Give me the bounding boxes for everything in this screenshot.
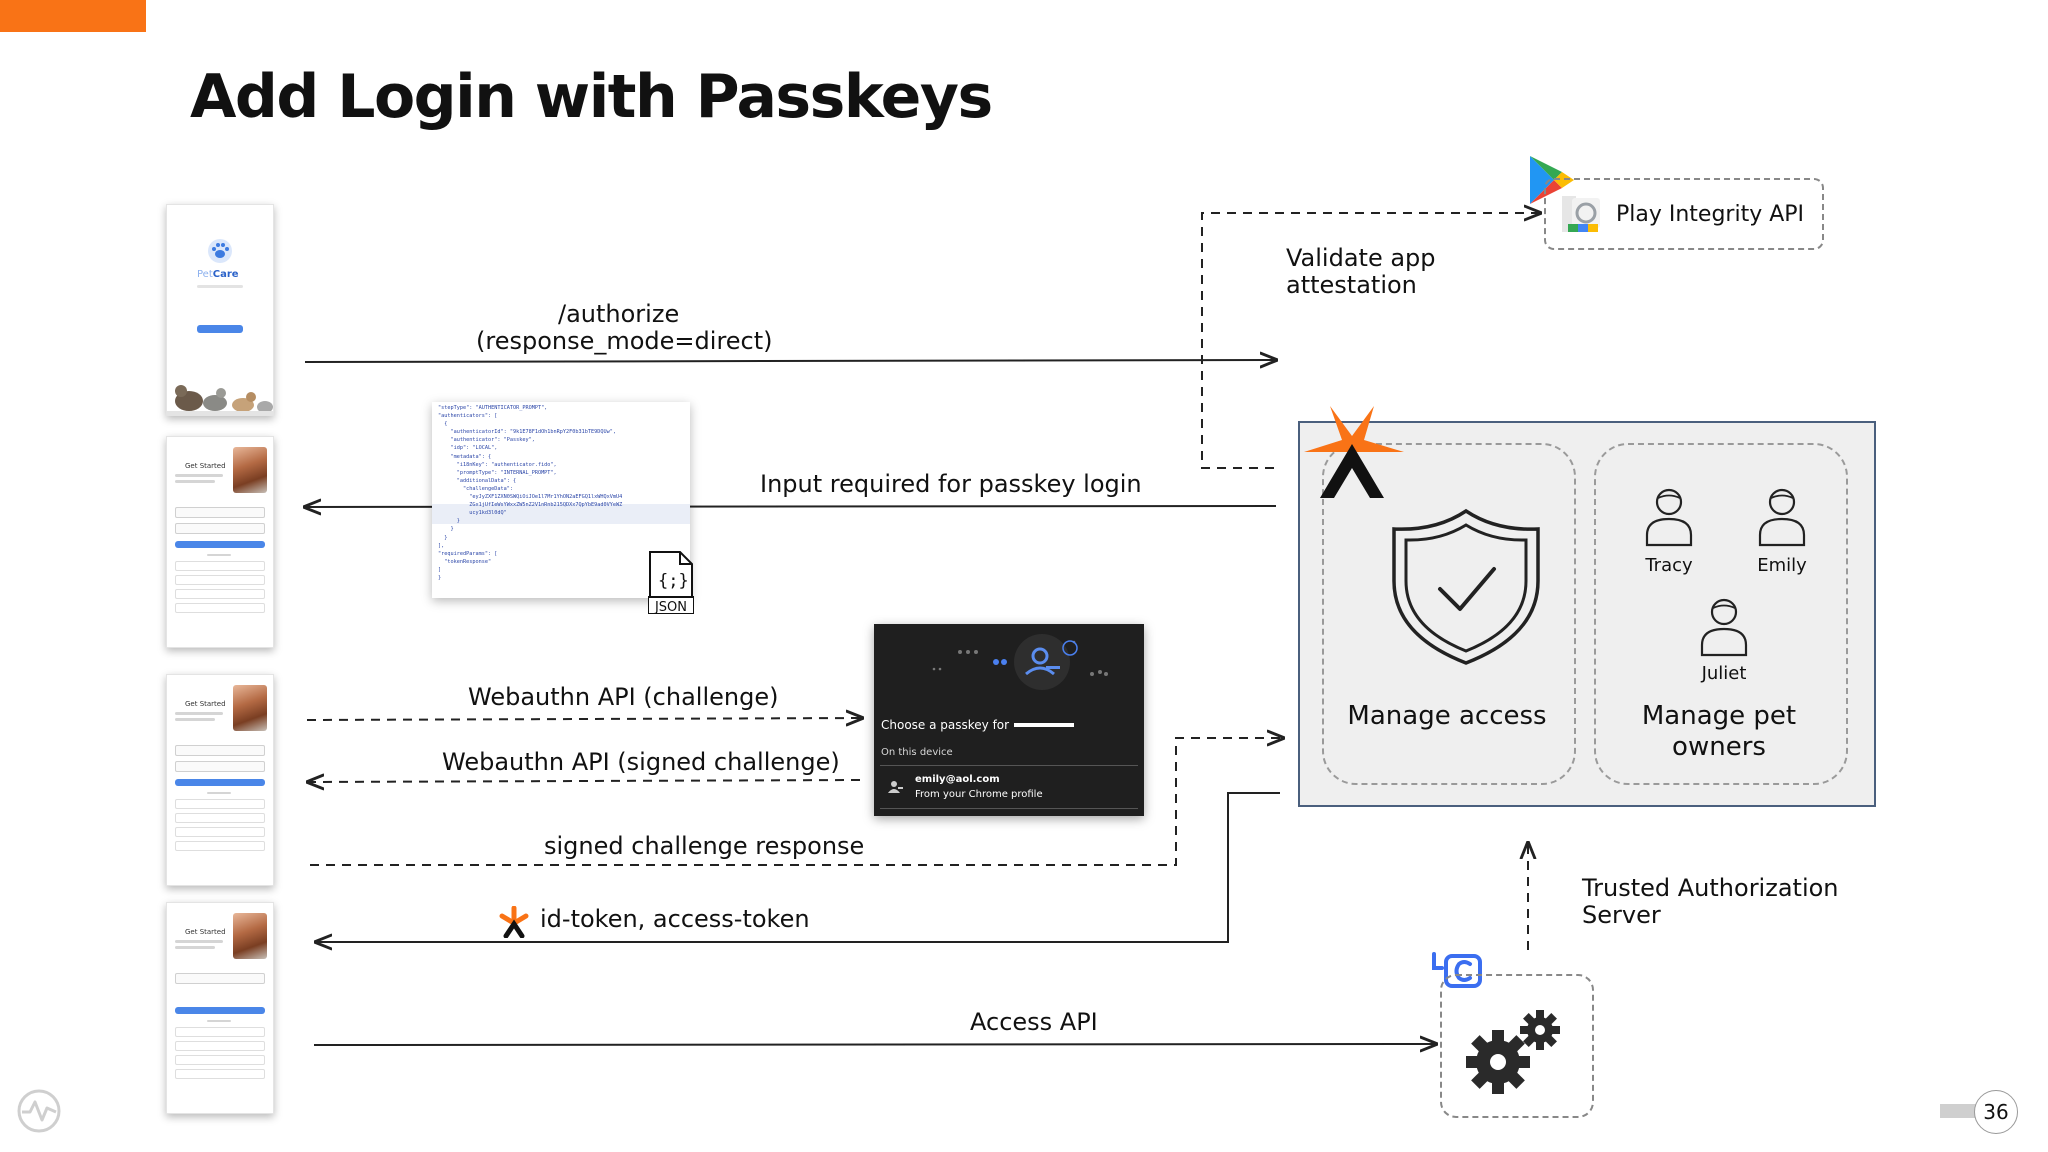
access-api-arrow (313, 1044, 1436, 1045)
user-name: Emily (1757, 555, 1807, 576)
account-email: emily@aol.com (915, 774, 1000, 785)
social-login-button[interactable] (175, 827, 265, 837)
authorization-server-box: Manage access Tracy Emily Juliet Manage … (1298, 421, 1876, 807)
manage-access-label: Manage access (1347, 701, 1547, 731)
dialog-title: Choose a passkey for (881, 718, 1010, 732)
social-login-button[interactable] (175, 603, 265, 613)
gears-icon (1466, 1010, 1560, 1094)
access-api-label: Access API (970, 1008, 1098, 1036)
tokens-label: id-token, access-token (540, 905, 810, 933)
webauthn-signed-arrow (308, 780, 861, 782)
json-file-icon: {;} JSON (648, 551, 694, 614)
manage-owners-panel (1594, 443, 1848, 785)
brand-star-icon (499, 906, 529, 938)
json-response-card: "stepType": "AUTHENTICATOR_PROMPT", "aut… (432, 402, 690, 598)
brand-logo-icon (1304, 406, 1404, 498)
webauthn-challenge-arrow (306, 718, 862, 720)
sign-in-button[interactable] (175, 779, 265, 786)
authorize-arrow (304, 360, 1276, 362)
authorize-label: /authorize (558, 300, 680, 328)
password-field[interactable] (175, 523, 265, 534)
passkey-account-option[interactable]: emily@aol.com From your Chrome profile (874, 766, 1144, 808)
app-name: PetCare (197, 269, 239, 280)
passkey-chooser-dialog: Choose a passkey for On this device emil… (874, 624, 1144, 816)
page-title: Add Login with Passkeys (190, 62, 993, 132)
manage-access-panel (1322, 443, 1576, 785)
sign-in-button[interactable] (175, 1007, 265, 1014)
get-started-button[interactable] (197, 325, 243, 333)
accent-bar (0, 0, 146, 32)
account-source: From your Chrome profile (915, 789, 1043, 800)
social-login-button[interactable] (175, 1069, 265, 1079)
sign-in-button[interactable] (175, 541, 265, 548)
json-code: "stepType": "AUTHENTICATOR_PROMPT", "aut… (438, 405, 623, 581)
footer-logo-icon (17, 1089, 61, 1133)
signed-response-arrow (310, 738, 1283, 866)
user-photo (233, 685, 267, 731)
google-play-icon (1530, 156, 1574, 204)
social-login-button[interactable] (175, 1027, 265, 1037)
page-number: 36 (1974, 1090, 2018, 1134)
svg-text:JSON: JSON (654, 600, 687, 614)
server-label-line1: Trusted Authorization (1582, 874, 1839, 902)
api-client-icon (1432, 952, 1482, 988)
social-login-button[interactable] (175, 799, 265, 809)
get-started-heading: Get Started (185, 928, 226, 936)
server-label-line2: Server (1582, 901, 1661, 929)
social-login-button[interactable] (175, 1041, 265, 1051)
paw-icon (208, 239, 232, 263)
user-name: Juliet (1701, 663, 1747, 684)
username-field[interactable] (175, 973, 265, 984)
social-login-button[interactable] (175, 589, 265, 599)
person-key-icon (888, 781, 903, 793)
webauthn-challenge-label: Webauthn API (challenge) (468, 683, 779, 711)
shield-check-icon (1392, 508, 1540, 665)
input-required-label: Input required for passkey login (760, 470, 1142, 498)
social-login-button[interactable] (175, 561, 265, 571)
attestation-arrow (1201, 213, 1540, 469)
tokens-arrow (316, 792, 1280, 942)
password-field[interactable] (175, 761, 265, 772)
webauthn-signed-label: Webauthn API (signed challenge) (442, 748, 840, 776)
phone-signin-screen: Get Started (166, 674, 274, 886)
social-login-button[interactable] (175, 841, 265, 851)
response-mode-label: (response_mode=direct) (476, 327, 773, 355)
resource-server-box (1440, 974, 1594, 1118)
phone-signin-screen: Get Started (166, 902, 274, 1114)
integrity-shield-icon (1562, 196, 1600, 232)
validate-label-line2: attestation (1286, 271, 1417, 299)
passkey-graphic (932, 634, 1108, 690)
play-integrity-label: Play Integrity API (1616, 202, 1805, 227)
phone-signin-screen: Get Started (166, 436, 274, 648)
social-login-button[interactable] (175, 813, 265, 823)
dialog-section: On this device (881, 747, 953, 758)
signed-response-label: signed challenge response (544, 832, 865, 860)
get-started-heading: Get Started (185, 462, 226, 470)
svg-text:{;}: {;} (658, 571, 689, 591)
phone-splash-screen: PetCare (166, 204, 274, 416)
redacted-site (1014, 723, 1074, 727)
user-photo (233, 913, 267, 959)
validate-label-line1: Validate app (1286, 244, 1436, 272)
pets-illustration (167, 385, 273, 415)
user-icon (1758, 488, 1806, 547)
user-icon (1645, 488, 1693, 547)
play-integrity-box: Play Integrity API (1544, 178, 1824, 250)
user-icon (1700, 598, 1748, 657)
user-photo (233, 447, 267, 493)
username-field[interactable] (175, 507, 265, 518)
get-started-heading: Get Started (185, 700, 226, 708)
user-name: Tracy (1645, 555, 1693, 576)
page-number-bar (1940, 1104, 1980, 1118)
social-login-button[interactable] (175, 1055, 265, 1065)
username-field[interactable] (175, 745, 265, 756)
social-login-button[interactable] (175, 575, 265, 585)
